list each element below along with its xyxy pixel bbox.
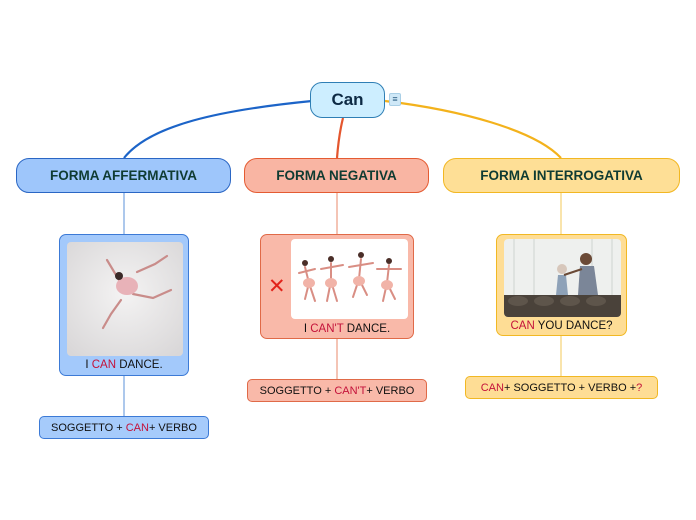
branch-interrogativa-label: FORMA INTERROGATIVA — [480, 168, 643, 183]
rule-negativa[interactable]: SOGGETTO + CAN'T + VERBO — [247, 379, 427, 402]
example-card-affermativa[interactable]: I CAN DANCE. — [59, 234, 189, 376]
ballerina-leap-photo — [67, 242, 183, 356]
example-card-negativa[interactable]: I CAN'T DANCE. — [260, 234, 414, 339]
link-root-negativa — [335, 117, 345, 159]
rule-interrogativa[interactable]: CAN + SOGGETTO + VERBO + ? — [465, 376, 658, 399]
link-root-interrogativa — [384, 99, 562, 159]
example-negativa: I CAN'T DANCE. — [303, 323, 391, 335]
dancers-photo — [291, 239, 408, 319]
link-root-affermativa — [123, 99, 313, 159]
rule-affermativa[interactable]: SOGGETTO + CAN + VERBO — [39, 416, 209, 439]
example-card-interrogativa[interactable]: CAN YOU DANCE? — [496, 234, 627, 336]
root-label: Can — [331, 90, 364, 109]
branch-affermativa[interactable]: FORMA AFFERMATIVA — [16, 158, 231, 193]
notes-icon[interactable]: ≡ — [389, 93, 401, 106]
branch-negativa-label: FORMA NEGATIVA — [276, 168, 397, 183]
branch-negativa[interactable]: FORMA NEGATIVA — [244, 158, 429, 193]
cross-icon: ✕ — [268, 275, 286, 298]
example-affermativa: I CAN DANCE. — [85, 359, 163, 371]
branch-interrogativa[interactable]: FORMA INTERROGATIVA — [443, 158, 680, 193]
example-interrogativa: CAN YOU DANCE? — [510, 320, 613, 332]
branch-affermativa-label: FORMA AFFERMATIVA — [50, 168, 197, 183]
root-node[interactable]: Can — [310, 82, 385, 118]
couple-dancing-photo — [504, 239, 621, 317]
